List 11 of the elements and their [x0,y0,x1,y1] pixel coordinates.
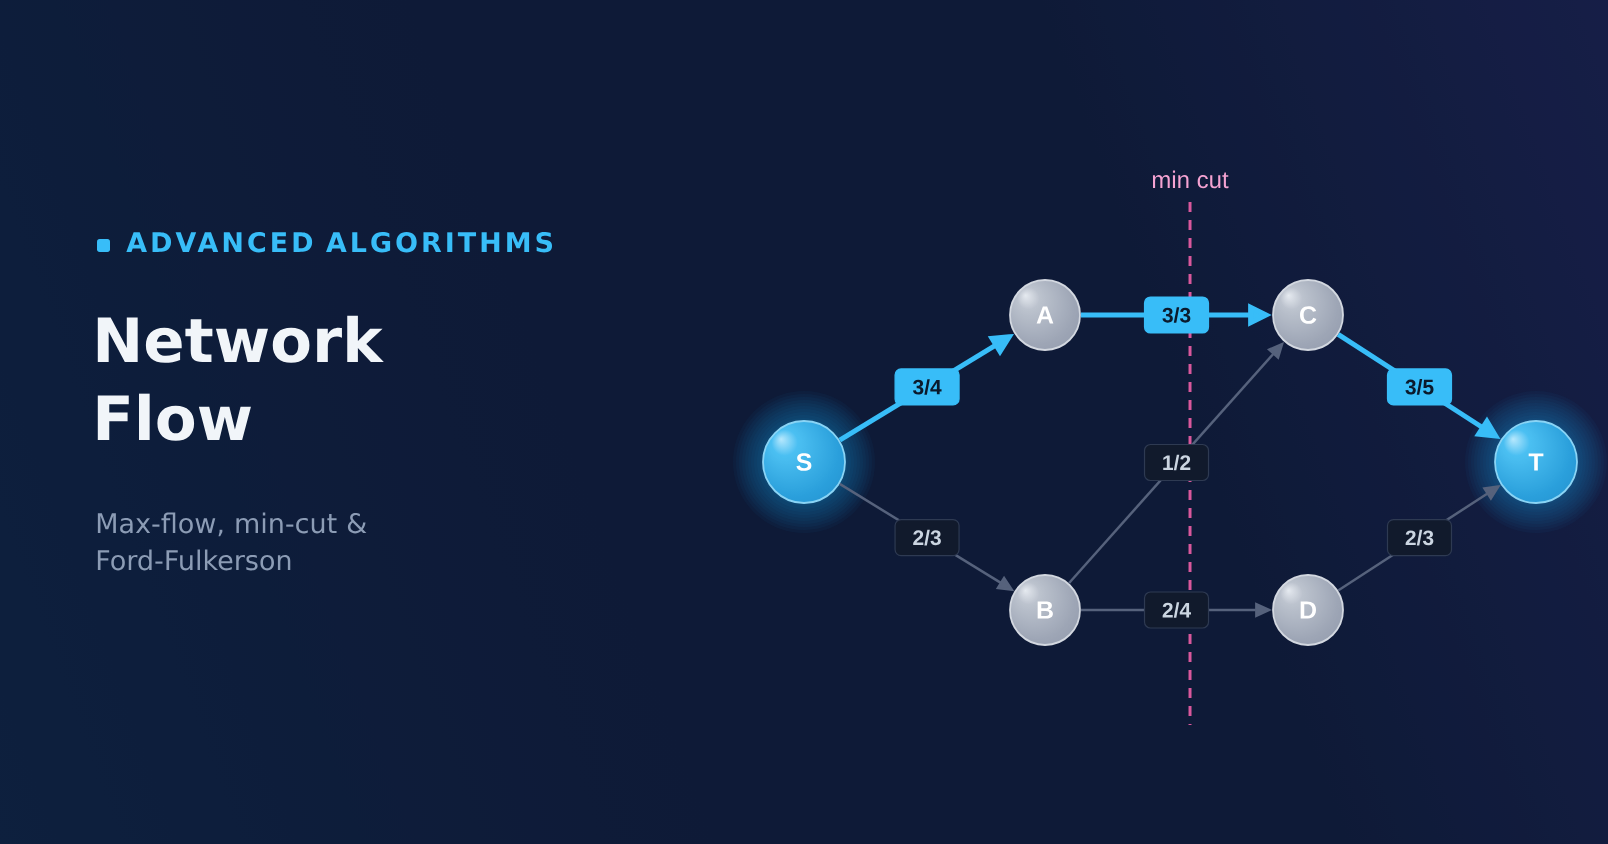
edge-label: 2/4 [1143,591,1210,629]
title: Network Flow [97,315,384,441]
edge-label: 3/5 [1386,368,1453,406]
cut-label: min cut [1152,170,1229,189]
edge-label: 1/2 [1143,443,1210,482]
edge-label: 3/4 [894,368,960,406]
edge-label: 2/3 [894,519,960,557]
kicker-text: ADVANCED ALGORITHMS [126,231,552,253]
edge-label: 2/3 [1386,519,1453,557]
subtitle: Max-flow, min-cut & Ford-Fulkerson [97,512,367,571]
edge-label: 3/3 [1143,296,1210,334]
